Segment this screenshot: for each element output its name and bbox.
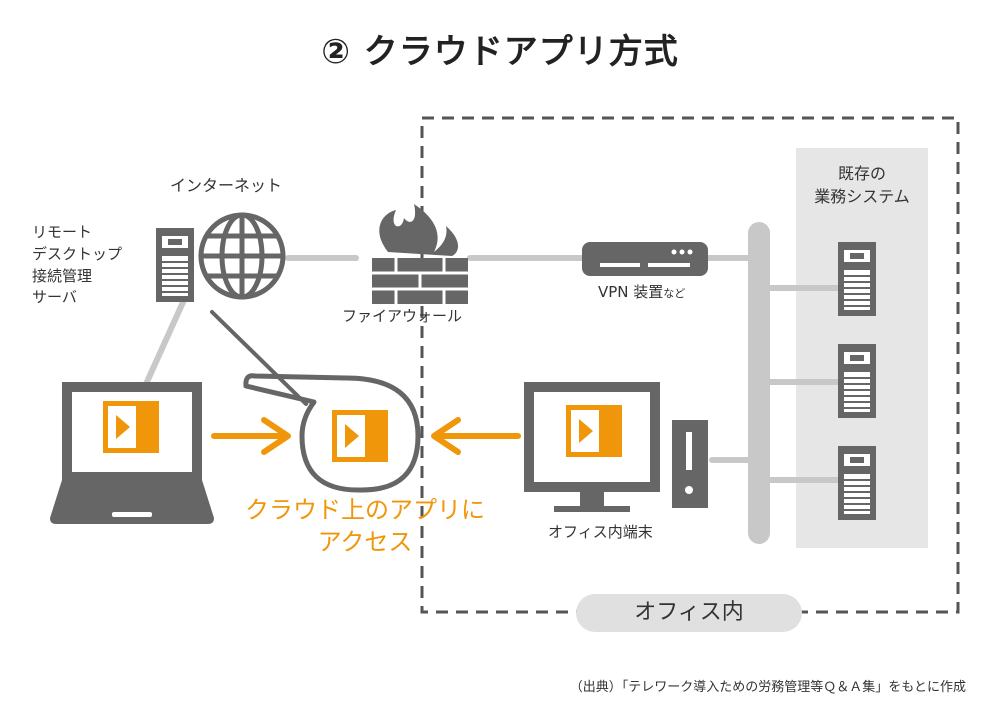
pc-tower-icon: [672, 420, 708, 508]
source-note: （出典）「テレワーク導入ための労務管理等Ｑ＆Ａ集」をもとに作成: [569, 680, 966, 695]
existing-server-icon: [838, 344, 876, 418]
access-caption-line: アクセス: [317, 528, 413, 557]
remote-server-icon: [156, 228, 194, 302]
page-title: ② クラウドアプリ方式: [321, 32, 679, 72]
existing-server-icon: [838, 242, 876, 316]
app-icon: [332, 410, 388, 462]
remote-server-label-line: 接続管理: [32, 266, 93, 285]
remote-server-label-line: デスクトップ: [32, 244, 123, 263]
existing-server-icon: [838, 446, 876, 520]
cloud-app-bubble: [210, 310, 421, 493]
vpn-device-icon: [582, 242, 708, 276]
office-area-label: オフィス内: [634, 600, 744, 625]
office-terminal-label: オフィス内端末: [548, 523, 653, 541]
access-caption: クラウド上のアプリに アクセス: [240, 494, 490, 559]
existing-systems-label: 既存の 業務システム: [796, 162, 928, 208]
firewall-label: ファイアウォール: [342, 307, 463, 325]
access-caption-line: クラウド上のアプリに: [245, 496, 485, 524]
laptop-icon: [50, 382, 214, 524]
office-label-pill: [576, 594, 802, 632]
network-bus: [748, 222, 770, 544]
arrow-right-icon: [211, 417, 291, 455]
remote-server-label-line: リモート: [32, 223, 93, 241]
globe-icon: [198, 212, 286, 300]
remote-server-label-line: サーバ: [32, 288, 77, 307]
firewall-icon: [372, 204, 468, 304]
app-icon: [103, 401, 159, 453]
office-boundary: [420, 116, 960, 614]
remote-server-label: リモート デスクトップ 接続管理 サーバ: [32, 222, 122, 309]
vpn-label-text: VPN 装置: [598, 283, 664, 301]
vpn-label-suffix: など: [663, 287, 686, 300]
existing-systems-label-line: 業務システム: [814, 187, 910, 207]
desktop-monitor-icon: [524, 382, 660, 512]
internet-label: インターネット: [170, 176, 283, 195]
vpn-label: VPN 装置など: [598, 282, 685, 304]
existing-systems-label-line: 既存の: [837, 164, 886, 183]
app-icon: [566, 405, 622, 457]
arrow-left-icon: [431, 417, 521, 455]
connection-lines: [143, 255, 851, 483]
